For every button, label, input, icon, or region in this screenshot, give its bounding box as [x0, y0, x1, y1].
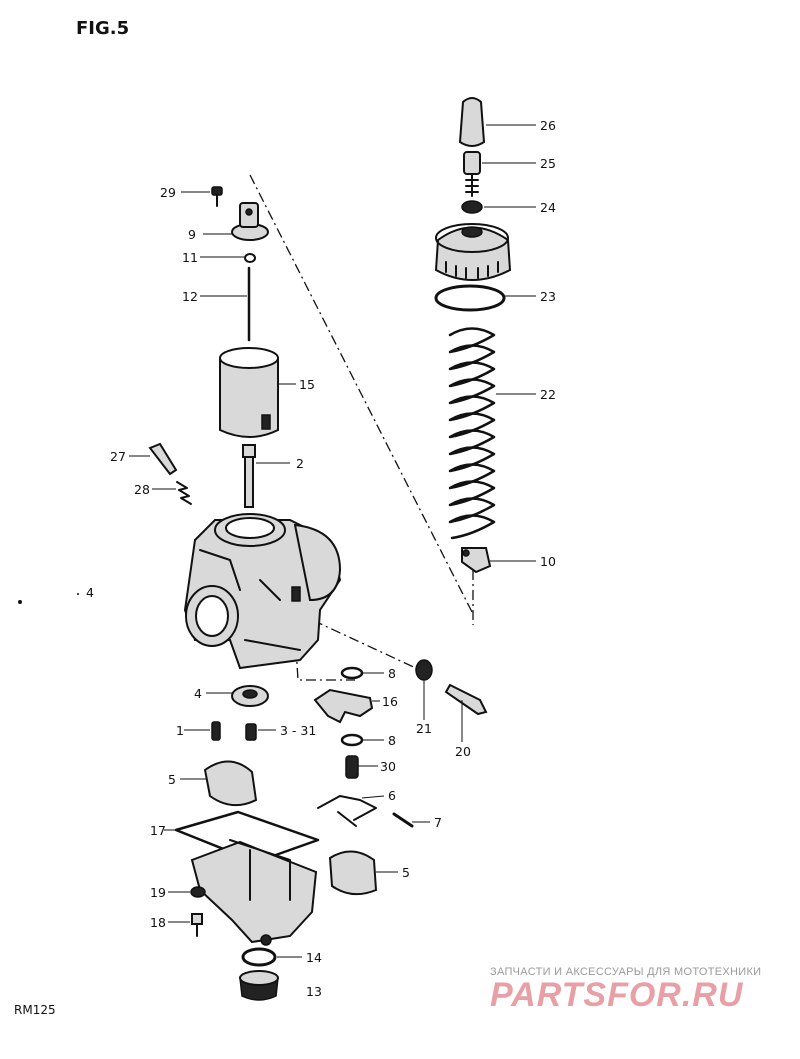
part-11-clip	[244, 253, 256, 263]
callout-13: 13	[306, 984, 322, 999]
callout-14: 14	[306, 950, 322, 965]
watermark-brand: PARTSFOR.RU	[490, 976, 744, 1014]
callout-2: 2	[296, 456, 304, 471]
watermark: ЗАПЧАСТИ И АКСЕССУАРЫ ДЛЯ МОТОТЕХНИКИ PA…	[490, 966, 761, 1014]
part-8-washer-top	[340, 666, 364, 680]
callout-29: 29	[160, 185, 176, 200]
part-10-retainer	[461, 547, 492, 574]
callout-11: 11	[182, 250, 198, 265]
float-chamber	[190, 839, 318, 946]
callout-27: 27	[110, 449, 126, 464]
callout-30: 30	[380, 759, 396, 774]
part-6-float-arm	[317, 795, 377, 827]
callout-23: 23	[540, 289, 556, 304]
callout-21: 21	[416, 721, 432, 736]
scan-dot	[77, 593, 79, 595]
part-8-washer-bottom	[340, 733, 364, 747]
part-4-gasket	[231, 685, 269, 707]
part-20-screw	[444, 683, 488, 716]
part-19-washer	[190, 886, 206, 898]
callout-1: 1	[176, 723, 184, 738]
callout-labels: 26 25 24 23 22 10 29 9 11 12 15 2 27 28 …	[86, 118, 556, 999]
callout-7: 7	[434, 815, 442, 830]
part-2-needle-jet	[242, 444, 256, 508]
carburetor-body	[183, 513, 342, 670]
callout-5-left: 5	[168, 772, 176, 787]
part-26-cap	[458, 97, 486, 147]
callout-8-top: 8	[388, 666, 396, 681]
part-29-screw	[211, 186, 223, 207]
part-15-throttle-valve	[219, 347, 279, 438]
part-16-plate	[313, 688, 374, 724]
part-7-pin	[392, 812, 414, 828]
part-23-o-ring	[434, 284, 506, 312]
part-14-o-ring	[241, 947, 277, 967]
part-24-nut	[461, 200, 483, 214]
watermark-tagline: ЗАПЧАСТИ И АКСЕССУАРЫ ДЛЯ МОТОТЕХНИКИ	[490, 966, 761, 978]
mixing-chamber-cap	[434, 223, 512, 281]
callout-17: 17	[150, 823, 166, 838]
callout-8-bottom: 8	[388, 733, 396, 748]
callout-18: 18	[150, 915, 166, 930]
callout-24: 24	[540, 200, 556, 215]
callout-12: 12	[182, 289, 198, 304]
part-27-air-screw	[148, 442, 178, 476]
part-30-needle-valve	[345, 755, 359, 779]
part-9-plate	[231, 202, 269, 241]
part-5-float-left	[203, 760, 258, 807]
part-21-plug	[415, 659, 433, 681]
callout-15: 15	[299, 377, 315, 392]
part-25-adjuster	[463, 151, 481, 197]
callout-26: 26	[540, 118, 556, 133]
callout-28: 28	[134, 482, 150, 497]
figure-title: FIG.5	[76, 18, 129, 39]
model-label: RM125	[14, 1003, 56, 1017]
callout-4: 4	[194, 686, 202, 701]
part-28-spring	[176, 481, 192, 505]
part-5-float-right	[328, 850, 378, 896]
part-1-main-jet	[211, 721, 221, 741]
callout-3-31: 3 - 31	[280, 723, 316, 738]
callout-9: 9	[188, 227, 196, 242]
callout-19: 19	[150, 885, 166, 900]
part-22-spring	[448, 327, 496, 540]
callout-16: 16	[382, 694, 398, 709]
leader-lines	[129, 124, 536, 958]
callout-5-right: 5	[402, 865, 410, 880]
callout-20: 20	[455, 744, 471, 759]
callout-6: 6	[388, 788, 396, 803]
part-3-pilot-jet	[245, 723, 257, 741]
callout-10: 10	[540, 554, 556, 569]
callout-stray: 4	[86, 585, 94, 600]
part-18-screw	[191, 913, 203, 937]
part-13-drain-plug	[239, 970, 279, 1001]
callout-25: 25	[540, 156, 556, 171]
scan-dot	[18, 600, 22, 604]
callout-22: 22	[540, 387, 556, 402]
